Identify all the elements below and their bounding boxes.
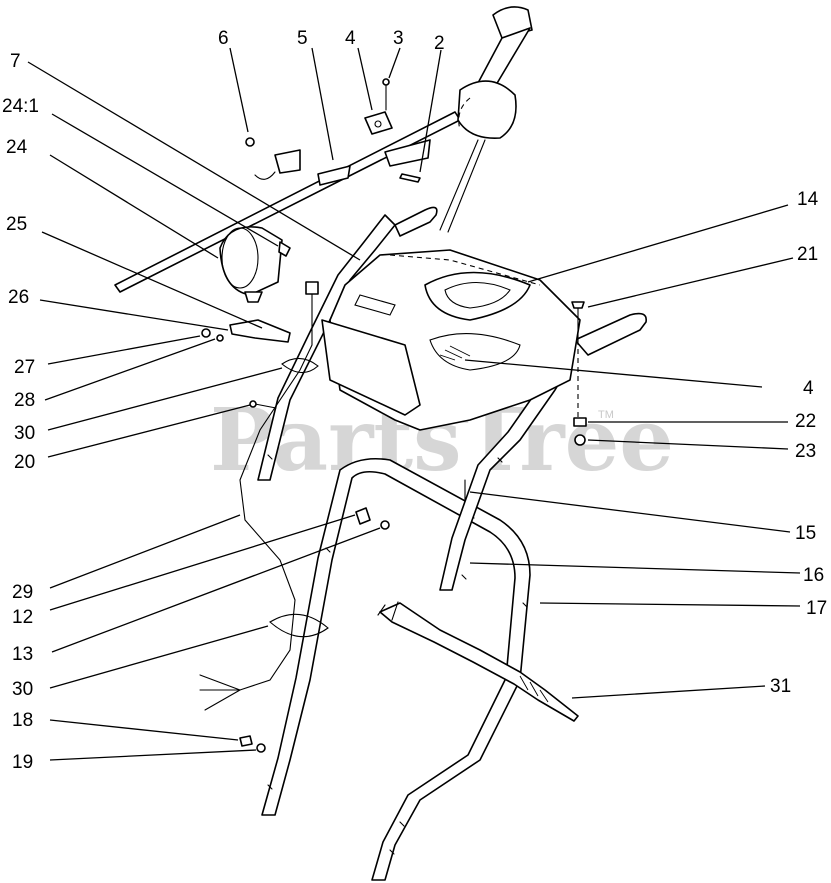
callout-29: 29: [12, 582, 33, 603]
watermark-trademark: TM: [598, 409, 614, 421]
headlight: [219, 226, 291, 303]
callout-24: 24: [6, 137, 28, 158]
callout-23: 23: [795, 441, 816, 462]
callout-28: 28: [14, 390, 35, 411]
callout-22: 22: [795, 411, 816, 432]
callout-13: 13: [12, 644, 33, 665]
chute-crank: [439, 6, 533, 233]
callout-15: 15: [795, 523, 816, 544]
callout-7: 7: [10, 51, 21, 72]
dash-panel: [321, 249, 581, 431]
leader-lines: [27, 47, 801, 761]
callout-2: 2: [434, 33, 445, 54]
callout-19: 19: [12, 752, 33, 773]
lower-handle: [261, 457, 531, 881]
callout-12: 12: [12, 607, 33, 628]
callout-17: 17: [806, 598, 827, 619]
callout-21: 21: [797, 244, 818, 265]
callout-18: 18: [12, 710, 33, 731]
callout-3: 3: [393, 28, 404, 49]
callout-5: 5: [297, 28, 308, 49]
callout-26: 26: [8, 287, 29, 308]
callout-31: 31: [770, 676, 791, 697]
fasteners: [239, 301, 587, 753]
callout-6: 6: [218, 28, 229, 49]
callout-4: 4: [345, 28, 356, 49]
callout-27: 27: [14, 357, 35, 378]
callout-labels: 6 5 4 3 2 7 24:1 24 25 26 27 28 30 20 14…: [2, 28, 827, 773]
callout-30-lower: 30: [12, 679, 33, 700]
callout-20: 20: [14, 452, 35, 473]
shift-rod: [377, 601, 579, 722]
callout-30-upper: 30: [14, 423, 35, 444]
cable-clamp: [364, 78, 393, 135]
callout-16: 16: [803, 565, 824, 586]
callout-4-right: 4: [803, 378, 814, 399]
callout-25: 25: [6, 214, 27, 235]
callout-24-1: 24:1: [2, 96, 39, 117]
headlight-mount-hardware: [201, 319, 291, 343]
callout-14: 14: [797, 189, 819, 210]
wire-harness: [199, 281, 329, 711]
